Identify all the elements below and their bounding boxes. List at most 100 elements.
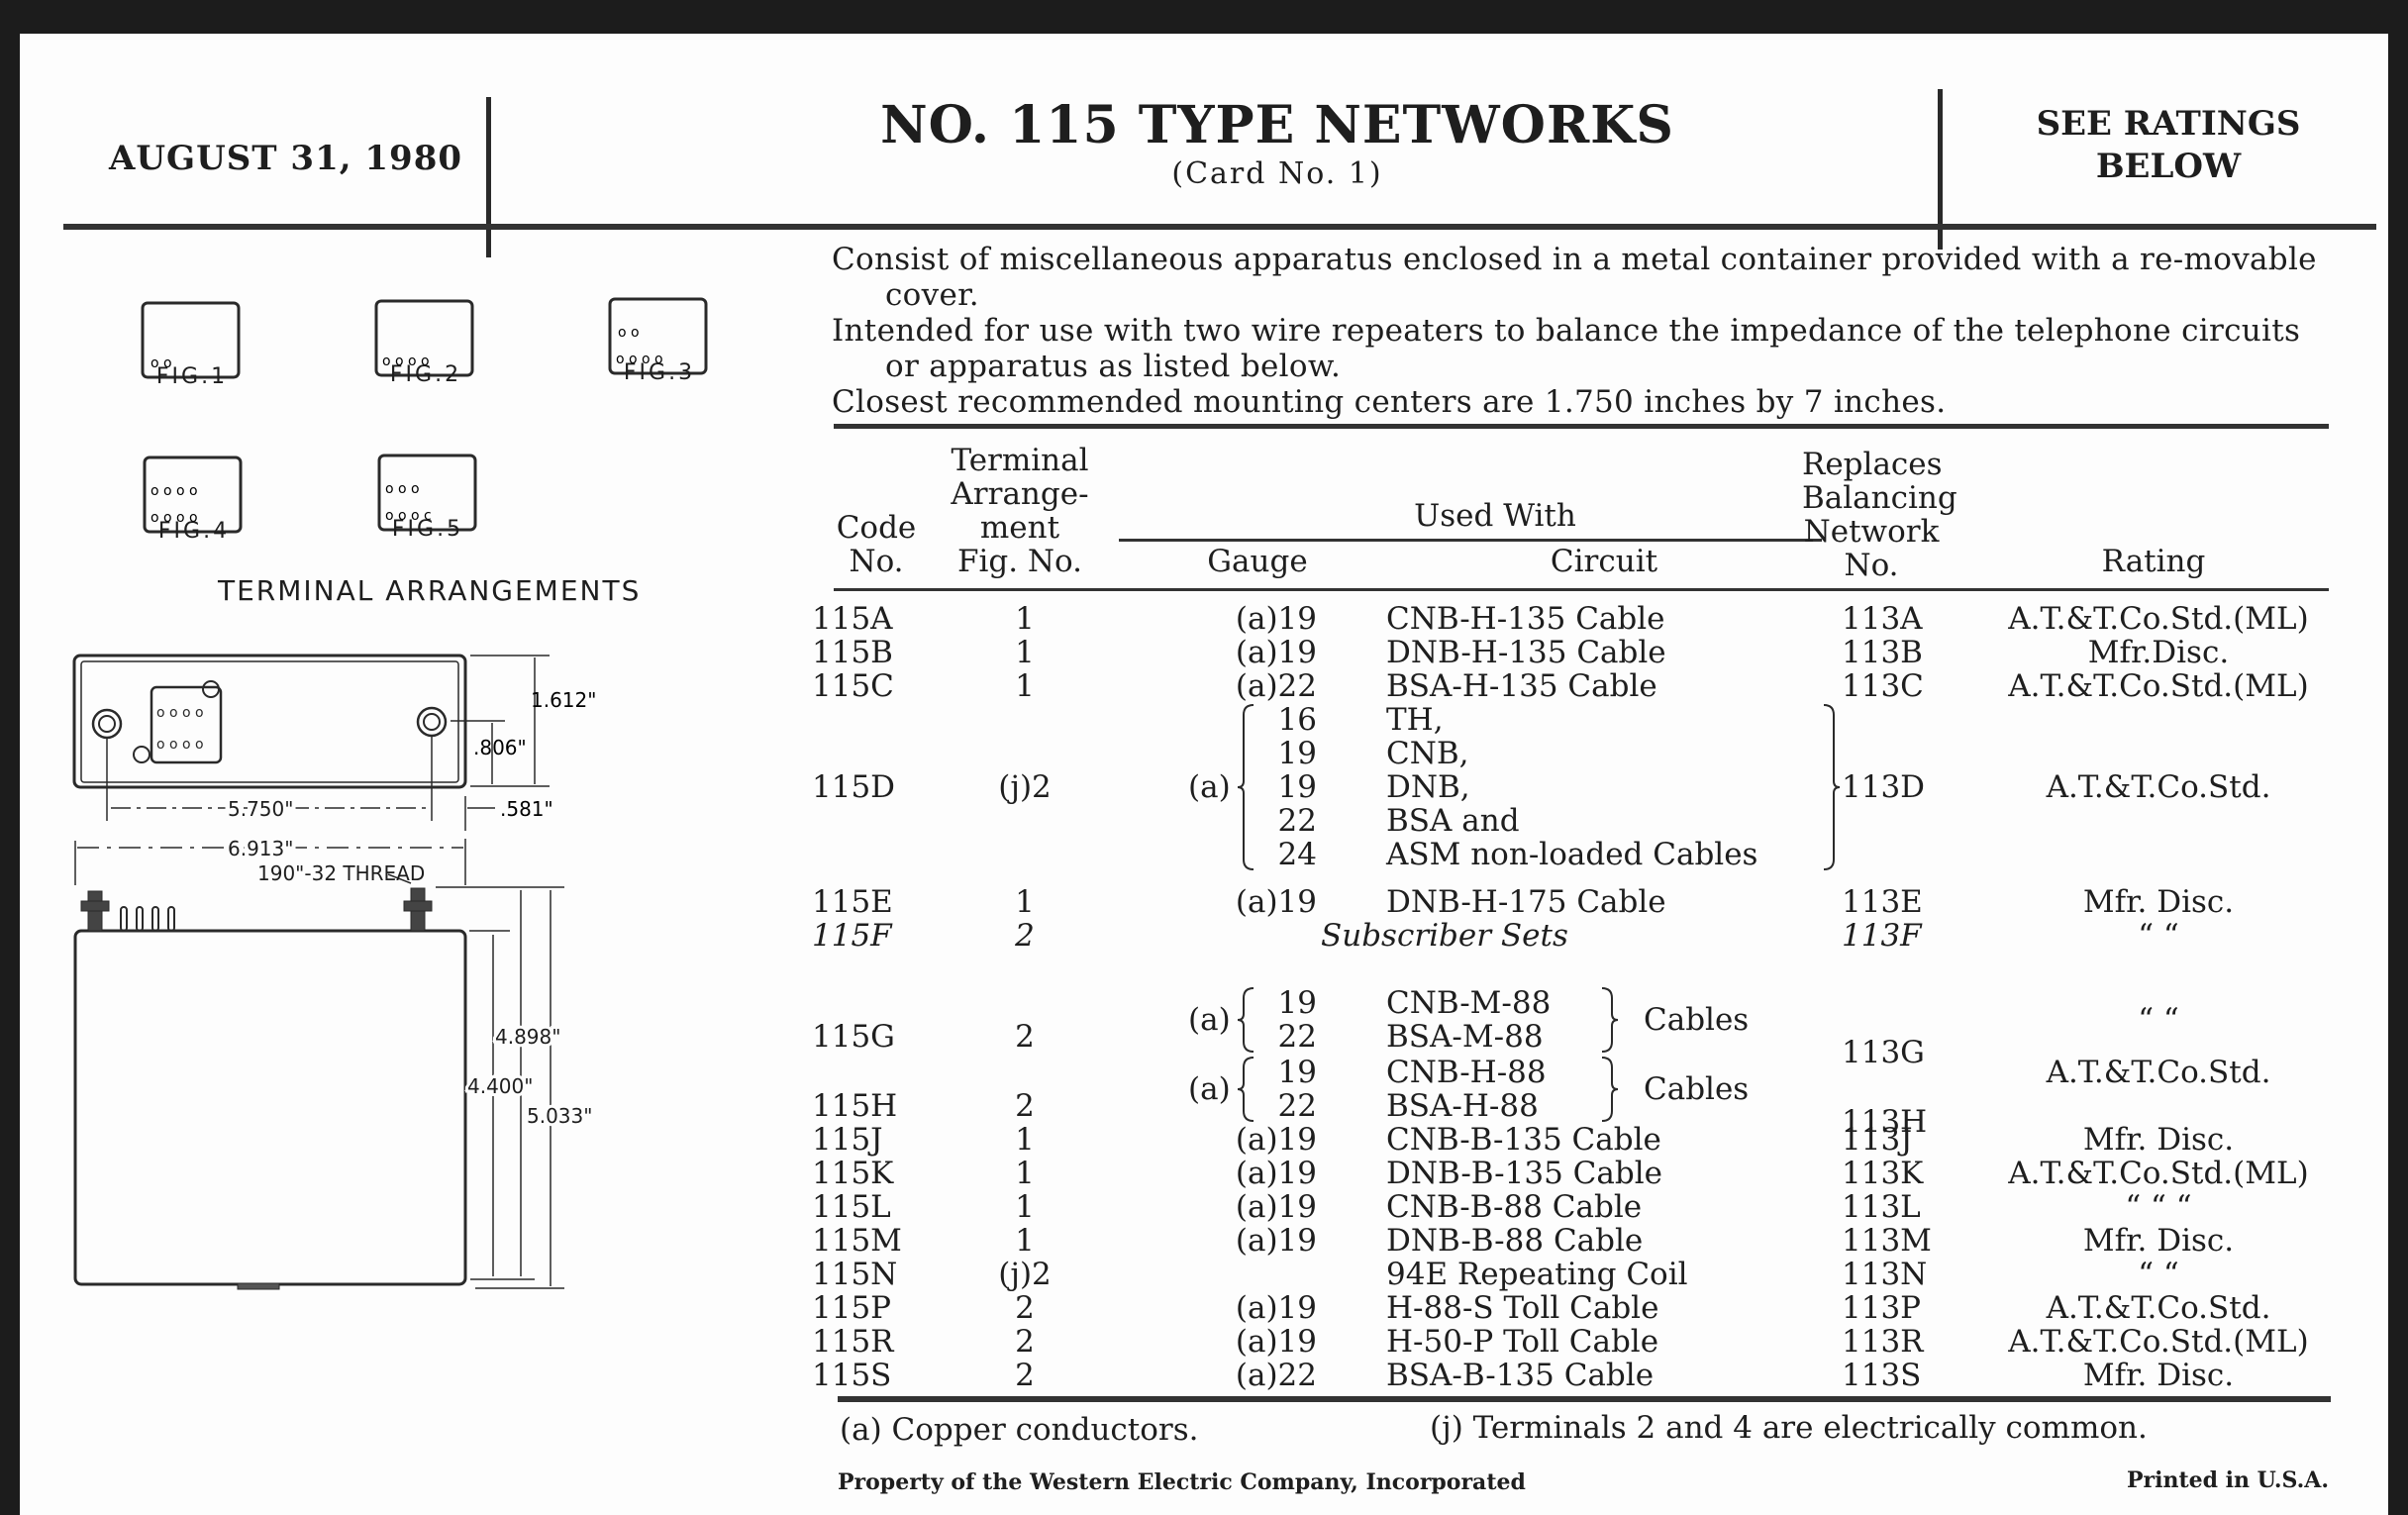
circuit-cell: CNB-M-88 — [1386, 985, 1552, 1021]
circuit-cell: BSA-B-135 Cable — [1386, 1358, 1655, 1393]
circuit-cell: Subscriber Sets — [1321, 918, 1568, 954]
description-line: Closest recommended mounting centers are… — [832, 384, 1947, 420]
fig3-diagram: o o o o o o — [608, 297, 708, 375]
terminal-figures: o o o o o o o o o o o o o o o o o o o o … — [141, 297, 708, 534]
code-cell: 115D — [812, 769, 896, 805]
circuit-suffix: Cables — [1644, 1002, 1750, 1038]
dim-height-top: 1.612" — [531, 688, 596, 712]
thread-label: 190"-32 THREAD — [257, 861, 425, 885]
rating-cell: A.T.&T.Co.Std. — [2046, 1055, 2271, 1090]
code-cell: 115L — [812, 1189, 891, 1225]
circuit-cell: DNB, — [1386, 769, 1470, 805]
replaces-cell: 113N — [1842, 1257, 1928, 1292]
description: Consist of miscellaneous apparatus enclo… — [832, 242, 2337, 420]
rating-cell: A.T.&T.Co.Std. — [2046, 1290, 2271, 1326]
circuit-cell: CNB, — [1386, 736, 1469, 771]
fig2-diagram: o o o o — [374, 299, 474, 377]
rating-cell: Mfr. Disc. — [2082, 884, 2235, 920]
gauge-cell: 22 — [1277, 1019, 1317, 1055]
left-brace — [1238, 704, 1254, 870]
code-cell: 115B — [812, 635, 893, 670]
footnote-a: (a) Copper conductors. — [840, 1412, 1199, 1448]
code-cell: 115R — [812, 1324, 894, 1360]
circuit-cell: CNB-H-135 Cable — [1386, 601, 1665, 637]
circuit-cell: 94E Repeating Coil — [1386, 1257, 1688, 1292]
top-view — [72, 654, 467, 789]
gauge-cell: 19 — [1277, 769, 1317, 805]
code-cell: 115P — [812, 1290, 892, 1326]
page-title: NO. 115 TYPE NETWORKS — [880, 95, 1674, 155]
fig-cell: 2 — [1015, 1088, 1035, 1124]
replaces-cell: 113F — [1842, 918, 1922, 954]
replaces-cell: 113B — [1842, 635, 1923, 670]
code-cell: 115K — [812, 1156, 894, 1191]
used-with-rule — [1119, 539, 1822, 542]
gauge-cell: (a)22 — [1235, 668, 1317, 704]
col-header-used-with: Used With — [1414, 498, 1576, 534]
rating-cell: Mfr. Disc. — [2082, 1122, 2235, 1158]
fig3-terminals-top: o o — [618, 325, 640, 341]
fig-cell: 2 — [1015, 918, 1035, 954]
gauge-cell: (a)19 — [1235, 1223, 1317, 1259]
fig-cell: 2 — [1015, 1290, 1035, 1326]
fig-cell: 1 — [1015, 668, 1035, 704]
replaces-cell: 113E — [1842, 884, 1923, 920]
replaces-cell: 113C — [1842, 668, 1924, 704]
mount-stud-right — [416, 706, 448, 738]
dim-body-height: 4.400" — [467, 1074, 533, 1098]
terminal-arrangements-title: TERMINAL ARRANGEMENTS — [218, 574, 642, 607]
dimension-drawing: o o o o o o o o 1.612" .806" 5.750" .581… — [72, 654, 596, 1290]
dim-edge-offset: .581" — [500, 797, 553, 821]
rating-cell: “ “ — [2138, 1257, 2179, 1292]
fig4-label: FIG.4 — [157, 519, 231, 544]
fig3-terminals-bottom: o o o o — [616, 352, 663, 367]
fig-cell: 1 — [1015, 884, 1035, 920]
code-cell: 115H — [812, 1088, 898, 1124]
gauge-cell: 19 — [1277, 1055, 1317, 1090]
dim-mount-offset: .806" — [473, 736, 527, 759]
fig3-label: FIG.3 — [623, 360, 696, 385]
rating-cell: A.T.&T.Co.Std.(ML) — [2008, 1324, 2309, 1360]
gauge-cell: (a)19 — [1235, 1189, 1317, 1225]
header-divider-right — [1938, 89, 1943, 250]
circuit-cell: DNB-B-88 Cable — [1386, 1223, 1644, 1259]
table-top-rule — [834, 424, 2329, 429]
dim-overall-height: 5.033" — [527, 1104, 592, 1128]
circuit-cell: CNB-B-88 Cable — [1386, 1189, 1643, 1225]
left-brace — [1238, 987, 1254, 1053]
card-number: (Card No. 1) — [1171, 156, 1383, 191]
circuit-cell: H-88-S Toll Cable — [1386, 1290, 1659, 1326]
fig1-terminals: o o — [150, 355, 172, 371]
gauge-cell: 22 — [1277, 1088, 1317, 1124]
description-line: Intended for use with two wire repeaters… — [832, 313, 2301, 384]
fig-cell: 2 — [1015, 1019, 1035, 1055]
gauge-cell: (a)19 — [1235, 601, 1317, 637]
gauge-cell: 16 — [1277, 702, 1317, 738]
rating-note: SEE RATINGS BELOW — [1960, 103, 2376, 188]
fig4-terminals-top: o o o o — [150, 483, 198, 499]
terminal-block-top-row: o o o o — [156, 705, 204, 721]
rating-note-line2: BELOW — [2095, 147, 2242, 186]
rating-note-line1: SEE RATINGS — [2036, 104, 2301, 144]
code-cell: 115E — [812, 884, 893, 920]
fig-cell: 2 — [1015, 1358, 1035, 1393]
code-cell: 115C — [812, 668, 894, 704]
col-header-rating: Rating — [2101, 544, 2206, 579]
card-date: AUGUST 31, 1980 — [109, 139, 463, 178]
dim-mount-span: 5.750" — [228, 797, 293, 821]
code-cell: 115M — [812, 1223, 902, 1259]
circuit-cell: DNB-B-135 Cable — [1386, 1156, 1662, 1191]
footer-printed: Printed in U.S.A. — [2126, 1467, 2329, 1493]
circuit-cell: DNB-H-135 Cable — [1386, 635, 1666, 670]
header-bottom-rule — [834, 588, 2329, 591]
replaces-cell: 113J — [1842, 1122, 1913, 1158]
gauge-prefix: (a) — [1188, 1002, 1231, 1038]
replaces-cell: 113L — [1842, 1189, 1921, 1225]
circuit-cell: CNB-H-88 — [1386, 1055, 1547, 1090]
gauge-cell: (a)22 — [1235, 1358, 1317, 1393]
rating-cell: “ “ “ — [2125, 1189, 2192, 1225]
left-brace — [1238, 1057, 1254, 1122]
rating-cell: A.T.&T.Co.Std.(ML) — [2008, 601, 2309, 637]
rating-cell: A.T.&T.Co.Std.(ML) — [2008, 1156, 2309, 1191]
